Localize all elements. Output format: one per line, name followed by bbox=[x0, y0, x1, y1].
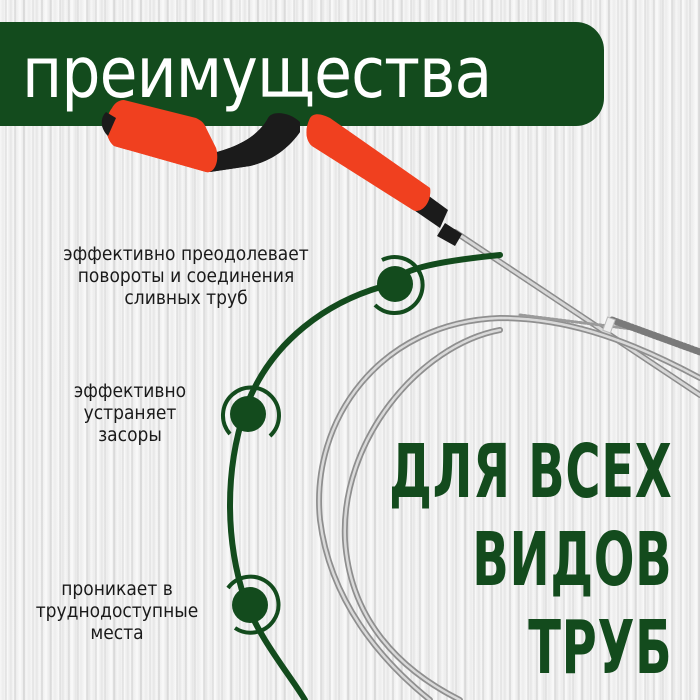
feature-3-line-2: труднодоступные bbox=[35, 600, 199, 622]
feature-2-line-1: эффективно bbox=[73, 380, 187, 402]
feature-1-line-1: эффективно преодолевает bbox=[63, 243, 309, 265]
timeline-node-2 bbox=[221, 385, 281, 438]
headline: ДЛЯ ВСЕХ ВИДОВ ТРУБ bbox=[279, 428, 672, 692]
feature-2-line-2: устраняет bbox=[83, 402, 177, 424]
headline-line-2: ВИДОВ bbox=[471, 517, 672, 603]
timeline-node-1 bbox=[373, 255, 425, 315]
feature-1-line-3: сливных труб bbox=[124, 287, 248, 309]
feature-3: проникает в труднодоступные места bbox=[12, 578, 222, 644]
headline-line-3: ТРУБ bbox=[527, 605, 672, 691]
feature-3-line-1: проникает в bbox=[61, 578, 173, 600]
timeline-node-3 bbox=[226, 574, 281, 635]
headline-line-1: ДЛЯ ВСЕХ bbox=[388, 429, 672, 515]
banner: преимущества bbox=[0, 22, 604, 126]
feature-3-line-3: места bbox=[90, 622, 144, 644]
feature-1: эффективно преодолевает повороты и соеди… bbox=[36, 243, 336, 309]
feature-2: эффективно устраняет засоры bbox=[55, 380, 205, 446]
banner-title: преимущества bbox=[22, 32, 492, 114]
cable-coils bbox=[316, 229, 700, 700]
feature-1-line-2: повороты и соединения bbox=[77, 265, 295, 287]
feature-2-line-3: засоры bbox=[98, 424, 162, 446]
